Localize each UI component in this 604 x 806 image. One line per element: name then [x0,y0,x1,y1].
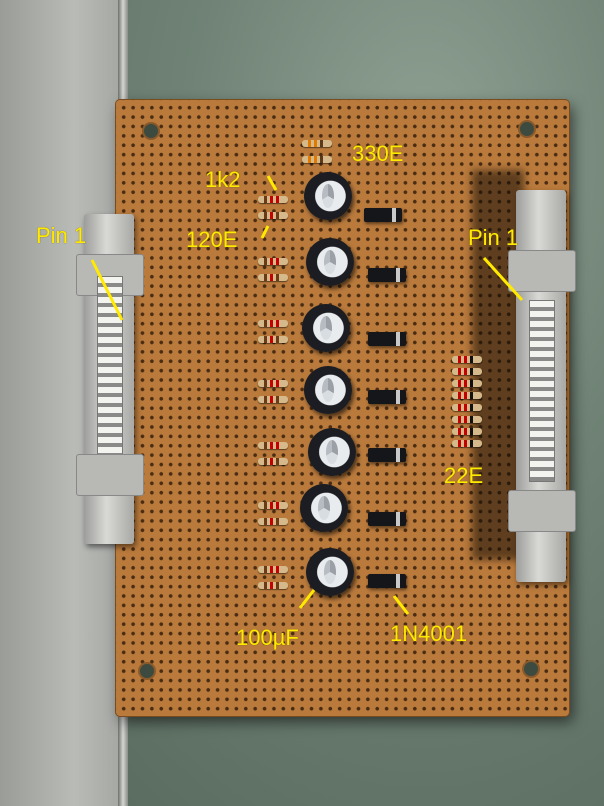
header-pins [97,276,123,478]
mounting-hole [138,662,156,680]
resistor-22e [444,380,490,387]
diode [368,512,406,526]
diode [368,390,406,404]
mounting-hole [142,122,160,140]
capacitor [308,428,356,476]
capacitor [304,172,352,220]
resistor-22e [444,416,490,423]
header-latch [508,250,576,292]
header-latch [508,490,576,532]
label-100uf: 100µF [236,625,299,650]
resistor-22e [444,392,490,399]
left-ribbon-header [76,214,144,544]
resistor-22e [444,440,490,447]
resistor-1k2 [250,502,296,509]
resistor-1k2 [250,442,296,449]
label-pin1-left: Pin 1 [36,223,87,248]
header-latch [76,454,144,496]
right-ribbon-header [508,190,576,582]
resistor-120e [250,396,296,403]
diode [368,332,406,346]
label-1k2: 1k2 [205,167,241,192]
resistor-1k2 [250,566,296,573]
resistor-120e [250,336,296,343]
capacitor [300,484,348,532]
resistor-1k2 [250,258,296,265]
resistor-1k2 [250,196,296,203]
capacitor [306,238,354,286]
mounting-hole [518,120,536,138]
header-pins [529,300,555,482]
resistor-1k2 [250,380,296,387]
resistor-120e [250,458,296,465]
resistor-330e [294,156,340,163]
resistor-22e [444,428,490,435]
resistor-120e [250,212,296,219]
resistor-22e [444,404,490,411]
label-330e: 330E [352,141,404,166]
label-1n4001: 1N4001 [390,621,468,646]
label-22e: 22E [444,463,484,488]
label-120e: 120E [186,227,238,252]
diode [368,448,406,462]
diode [364,208,402,222]
resistor-22e [444,368,490,375]
resistor-120e [250,582,296,589]
capacitor [304,366,352,414]
label-pin1-right: Pin 1 [468,225,519,250]
resistor-1k2 [250,320,296,327]
diode [368,268,406,282]
resistor-22e [444,356,490,363]
resistor-120e [250,518,296,525]
capacitor [306,548,354,596]
diode [368,574,406,588]
mounting-hole [522,660,540,678]
resistor-330e [294,140,340,147]
resistor-120e [250,274,296,281]
capacitor [302,304,350,352]
